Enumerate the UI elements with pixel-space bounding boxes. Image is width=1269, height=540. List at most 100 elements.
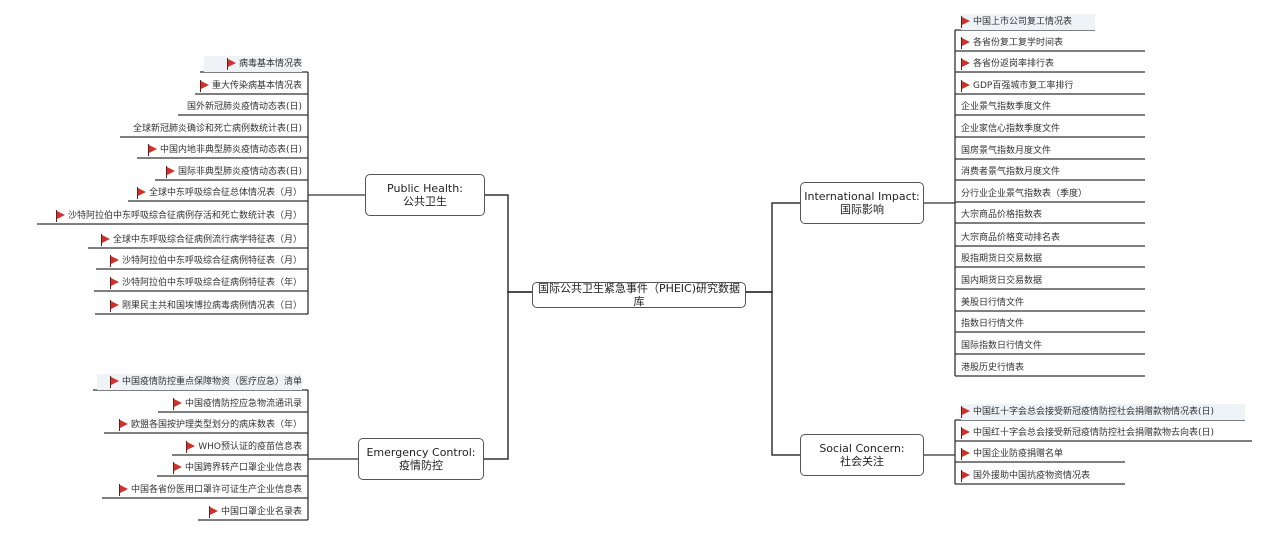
leaf-topic[interactable]: 企业家信心指数季度文件 (961, 121, 1145, 137)
leaf-label: 国外新冠肺炎疫情动态表(日) (186, 102, 302, 112)
flag-icon (208, 506, 219, 518)
leaf-label: 全球中东呼吸综合征总体情况表（月） (148, 188, 302, 198)
leaf-label: 企业家信心指数季度文件 (961, 124, 1061, 134)
branch-international-impact[interactable]: International Impact: 国际影响 (800, 182, 924, 224)
flag-icon (186, 441, 196, 453)
flag-icon (55, 210, 66, 222)
flag-icon (172, 398, 183, 410)
leaf-label: GDP百强城市复工率排行 (973, 81, 1074, 91)
leaf-topic[interactable]: 国内期货日交易数据 (961, 273, 1145, 289)
leaf-topic[interactable]: 国外援助中国抗疫物资情况表 (961, 468, 1125, 484)
leaf-topic[interactable]: 中国疫情防控重点保障物资（医疗应急）清单 (97, 374, 302, 390)
leaf-topic[interactable]: 国际非典型肺炎疫情动态表(日) (159, 164, 302, 180)
leaf-label: 刚果民主共和国埃博拉病毒病例情况表（日） (121, 301, 302, 311)
branch-public-health[interactable]: Public Health: 公共卫生 (365, 174, 485, 216)
leaf-label: 大宗商品价格变动排名表 (961, 233, 1061, 243)
leaf-topic[interactable]: 中国红十字会总会接受新冠疫情防控社会捐赠款物情况表(日) (961, 404, 1245, 420)
flag-icon (961, 37, 971, 49)
leaf-topic[interactable]: 各省份返岗率排行表 (961, 56, 1145, 72)
leaf-label: 股指期货日交易数据 (961, 254, 1043, 264)
leaf-label: 各省份返岗率排行表 (973, 59, 1055, 69)
central-topic-label: 国际公共卫生紧急事件（PHEIC)研究数据库 (537, 282, 741, 308)
leaf-topic[interactable]: 沙特阿拉伯中东呼吸综合征病例存活和死亡数统计表（月） (41, 208, 302, 224)
leaf-topic[interactable]: 中国跨界转产口罩企业信息表 (161, 460, 302, 476)
leaf-topic[interactable]: WHO预认证的疫苗信息表 (176, 439, 302, 455)
leaf-topic[interactable]: 大宗商品价格变动排名表 (961, 230, 1145, 246)
leaf-topic[interactable]: GDP百强城市复工率排行 (961, 78, 1145, 94)
flag-icon (961, 16, 971, 28)
leaf-topic[interactable]: 病毒基本情况表 (204, 56, 302, 72)
flag-icon (100, 234, 111, 246)
leaf-label: 中国内地非典型肺炎疫情动态表(日) (159, 145, 302, 155)
leaf-topic[interactable]: 中国内地非典型肺炎疫情动态表(日) (141, 142, 302, 158)
leaf-topic[interactable]: 中国各省份医用口罩许可证生产企业信息表 (106, 482, 302, 498)
flag-icon (118, 419, 129, 431)
leaf-topic[interactable]: 美股日行情文件 (961, 295, 1145, 311)
leaf-label: 国外援助中国抗疫物资情况表 (973, 471, 1091, 481)
leaf-topic[interactable]: 中国疫情防控应急物流通讯录 (162, 396, 302, 412)
leaf-label: 国际非典型肺炎疫情动态表(日) (177, 167, 302, 177)
leaf-label: 全球中东呼吸综合征病例流行病学特征表（月） (112, 235, 302, 245)
leaf-topic[interactable]: 股指期货日交易数据 (961, 251, 1145, 267)
leaf-label: 沙特阿拉伯中东呼吸综合征病例特征表（月） (121, 256, 302, 266)
leaf-label: 各省份复工复学时间表 (973, 38, 1064, 48)
leaf-topic[interactable]: 分行业企业景气指数表（季度） (961, 186, 1145, 202)
flag-icon (961, 406, 971, 418)
leaf-label: 分行业企业景气指数表（季度） (961, 189, 1088, 199)
leaf-topic[interactable]: 欧盟各国按护理类型划分的病床数表（年） (108, 417, 302, 433)
leaf-label: 沙特阿拉伯中东呼吸综合征病例存活和死亡数统计表（月） (67, 211, 302, 221)
flag-icon (199, 80, 210, 92)
flag-icon (109, 277, 120, 289)
leaf-topic[interactable]: 中国红十字会总会接受新冠疫情防控社会捐赠款物去向表(日) (961, 425, 1252, 441)
branch-label: International Impact: 国际影响 (804, 190, 920, 216)
leaf-topic[interactable]: 指数日行情文件 (961, 316, 1145, 332)
leaf-topic[interactable]: 中国口罩企业名录表 (202, 504, 302, 520)
flag-icon (147, 144, 158, 156)
leaf-topic[interactable]: 各省份复工复学时间表 (961, 35, 1145, 51)
trunk-international-impact (746, 202, 800, 293)
leaf-topic[interactable]: 大宗商品价格指数表 (961, 207, 1145, 223)
leaf-topic[interactable]: 国外新冠肺炎疫情动态表(日) (182, 99, 302, 115)
trunk-emergency-control (484, 291, 532, 460)
leaf-label: WHO预认证的疫苗信息表 (198, 442, 302, 452)
leaf-topic[interactable]: 企业景气指数季度文件 (961, 99, 1145, 115)
leaf-topic[interactable]: 国房景气指数月度文件 (961, 143, 1145, 159)
central-topic[interactable]: 国际公共卫生紧急事件（PHEIC)研究数据库 (532, 282, 746, 308)
branch-emergency-control[interactable]: Emergency Control: 疫情防控 (358, 438, 484, 480)
branch-label: Emergency Control: 疫情防控 (366, 446, 476, 472)
leaf-topic[interactable]: 消费者景气指数月度文件 (961, 164, 1145, 180)
leaf-topic[interactable]: 中国企业防疫捐赠名单 (961, 446, 1125, 462)
leaf-topic[interactable]: 刚果民主共和国埃博拉病毒病例情况表（日） (99, 298, 302, 314)
leaf-label: 欧盟各国按护理类型划分的病床数表（年） (130, 420, 302, 430)
leaf-topic[interactable]: 沙特阿拉伯中东呼吸综合征病例特征表（月） (100, 253, 302, 269)
leaf-topic[interactable]: 中国上市公司复工情况表 (961, 14, 1095, 30)
leaf-label: 国内期货日交易数据 (961, 276, 1043, 286)
leaf-topic[interactable]: 国际指数日行情文件 (961, 338, 1145, 354)
leaf-topic[interactable]: 全球中东呼吸综合征总体情况表（月） (132, 185, 302, 201)
leaf-label: 消费者景气指数月度文件 (961, 167, 1061, 177)
leaf-label: 中国企业防疫捐赠名单 (973, 449, 1064, 459)
leaf-topic[interactable]: 重大传染病基本情况表 (199, 78, 302, 94)
flag-icon (961, 58, 971, 70)
flag-icon (226, 58, 237, 70)
leaf-topic[interactable]: 全球中东呼吸综合征病例流行病学特征表（月） (92, 232, 302, 248)
flag-icon (109, 376, 120, 388)
trunk-public-health (485, 194, 532, 293)
leaf-topic[interactable]: 全球新冠肺炎确诊和死亡病例数统计表(日) (124, 121, 302, 137)
leaf-label: 指数日行情文件 (961, 319, 1025, 329)
flag-icon (961, 470, 971, 482)
flag-icon (136, 187, 147, 199)
leaf-label: 企业景气指数季度文件 (961, 102, 1052, 112)
leaf-label: 中国疫情防控重点保障物资（医疗应急）清单 (121, 377, 302, 387)
leaf-topic[interactable]: 港股历史行情表 (961, 360, 1145, 376)
flag-icon (961, 427, 971, 439)
leaf-label: 中国口罩企业名录表 (220, 507, 302, 517)
leaf-label: 大宗商品价格指数表 (961, 210, 1043, 220)
flag-icon (109, 255, 120, 267)
flag-icon (165, 166, 176, 178)
leaf-topic[interactable]: 沙特阿拉伯中东呼吸综合征病例特征表（年） (98, 275, 302, 291)
branch-social-concern[interactable]: Social Concern: 社会关注 (800, 434, 924, 476)
leaf-label: 全球新冠肺炎确诊和死亡病例数统计表(日) (132, 124, 302, 134)
leaf-label: 中国上市公司复工情况表 (973, 17, 1073, 27)
